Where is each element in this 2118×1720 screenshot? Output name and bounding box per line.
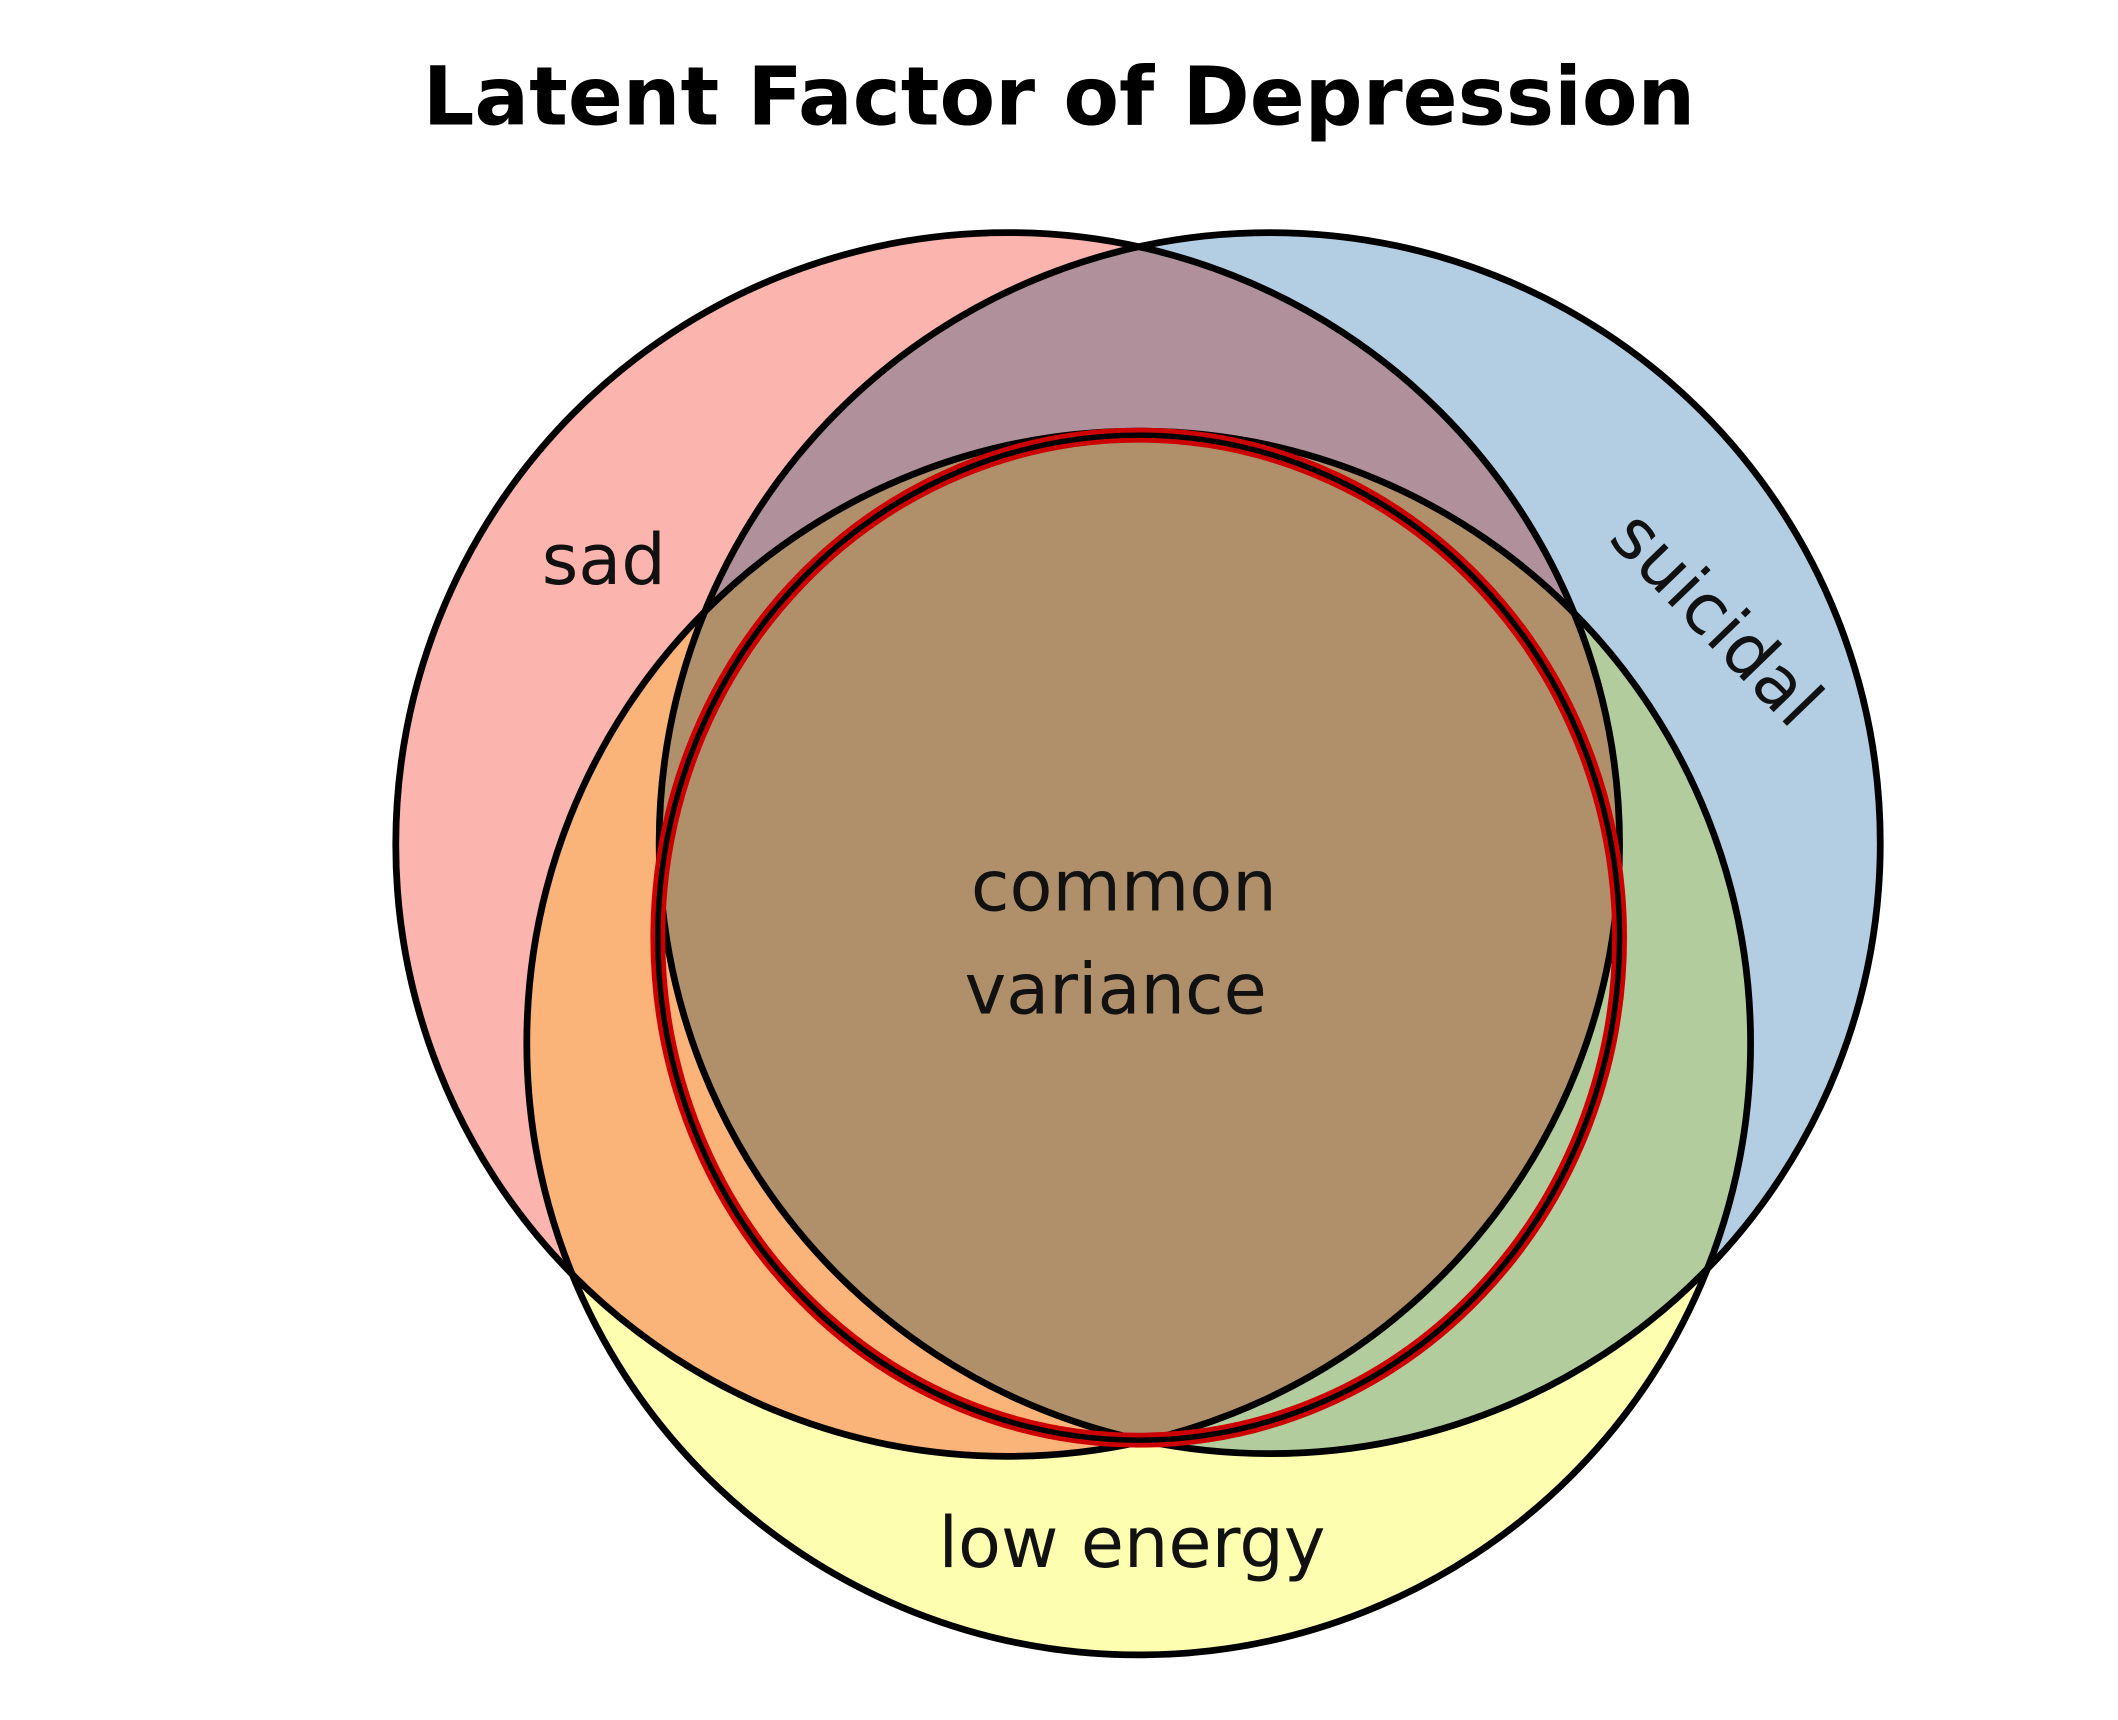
diagram-title: Latent Factor of Depression bbox=[423, 51, 1695, 145]
circle-sad-outline bbox=[392, 229, 1623, 1460]
circle-low-energy bbox=[526, 431, 1751, 1655]
label-variance: variance bbox=[965, 948, 1267, 1030]
common-variance-inner-outline bbox=[655, 432, 1623, 1443]
label-low-energy: low energy bbox=[938, 1502, 1325, 1584]
label-sad: sad bbox=[542, 519, 666, 601]
label-common: common bbox=[971, 846, 1277, 928]
